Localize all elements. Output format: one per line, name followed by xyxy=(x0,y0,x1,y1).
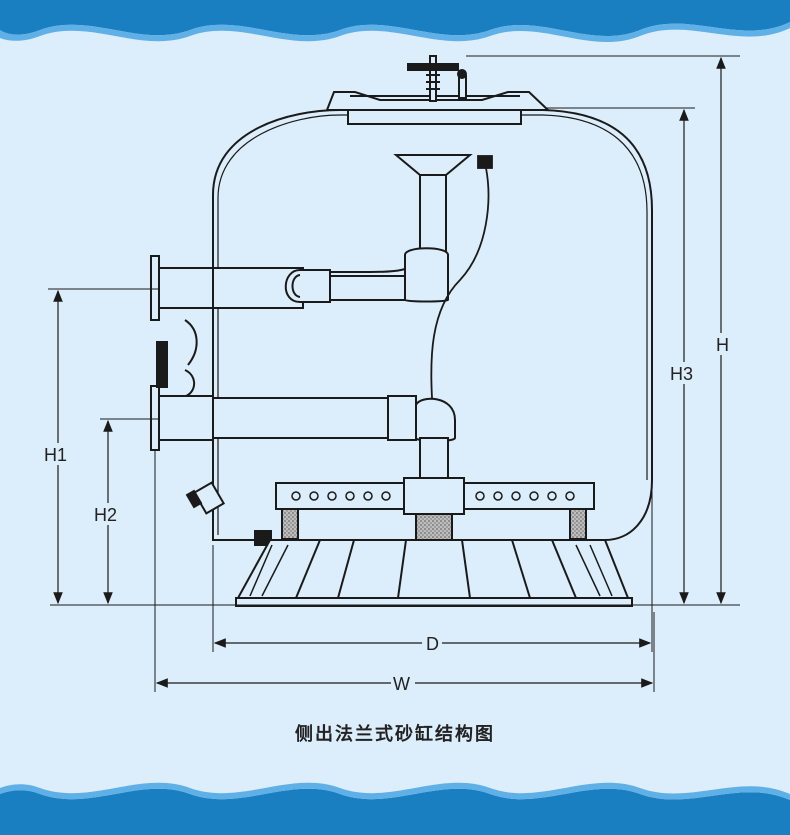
tank-lid xyxy=(325,91,551,125)
dim-label-h2: H2 xyxy=(94,505,117,525)
dimension-labels: H H3 H1 H2 D W xyxy=(42,333,731,695)
dimension-lines xyxy=(48,55,740,692)
air-vent-valve xyxy=(407,55,467,102)
base-stand xyxy=(235,539,633,607)
dim-label-h: H xyxy=(716,335,729,355)
bottom-wave-border xyxy=(0,782,790,835)
drain-valve xyxy=(185,481,272,546)
probe-cable xyxy=(430,155,493,399)
dim-label-d: D xyxy=(426,634,439,654)
dim-label-h1: H1 xyxy=(44,445,67,465)
dim-label-w: W xyxy=(393,674,410,694)
lateral-holes xyxy=(291,491,575,501)
lower-inlet-pipe xyxy=(150,385,462,500)
lateral-collector xyxy=(275,477,595,541)
pressure-gauge xyxy=(156,319,198,397)
diagram-caption: 侧出法兰式砂缸结构图 xyxy=(295,724,495,745)
dim-label-h3: H3 xyxy=(670,364,693,384)
upper-outlet-pipe xyxy=(150,247,449,321)
top-wave-border xyxy=(0,0,790,42)
